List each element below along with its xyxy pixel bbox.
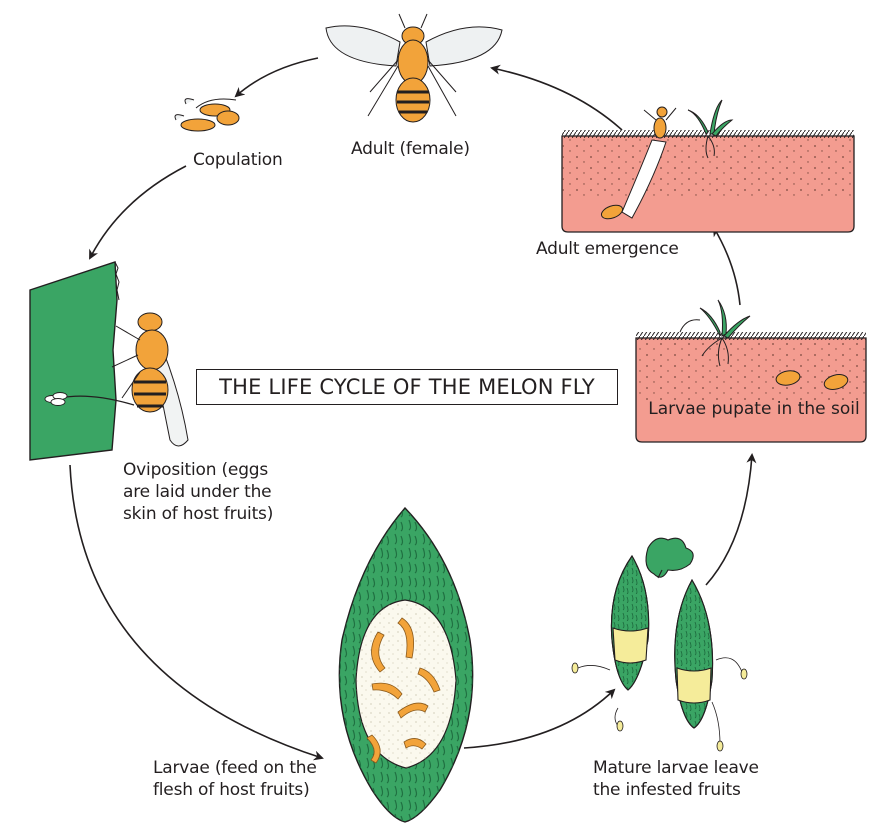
arrow-mature-to-soil (706, 455, 752, 585)
label-larvae-pupate: Larvae pupate in the soil (640, 399, 868, 419)
diagram-title-box: THE LIFE CYCLE OF THE MELON FLY (196, 369, 618, 405)
arrow-copulation-to-oviposition (90, 166, 186, 258)
label-larvae-feed: Larvae (feed on the flesh of host fruits… (153, 757, 317, 801)
label-mature-larvae: Mature larvae leave the infested fruits (593, 757, 759, 801)
arrow-adult-to-copulation (236, 58, 318, 96)
escaping-larva-icon (572, 663, 747, 751)
oviposition-surface-icon (30, 262, 188, 460)
soil-block-emergence-icon (562, 100, 854, 232)
adult-female-fly-icon (326, 14, 502, 122)
arrow-soil-to-emergence (714, 228, 740, 305)
arrow-larvae-to-mature (464, 690, 614, 748)
arrow-emergence-to-adult (492, 68, 622, 130)
mating-flies-icon (175, 99, 239, 131)
soil-block-pupate-icon (636, 300, 866, 442)
label-adult-female: Adult (female) (351, 138, 470, 160)
label-copulation: Copulation (193, 149, 283, 171)
leaf-icon (646, 538, 693, 577)
infested-host-fruit-icon (339, 508, 472, 822)
diagram-title: THE LIFE CYCLE OF THE MELON FLY (219, 375, 595, 399)
label-oviposition: Oviposition (eggs are laid under the ski… (123, 459, 273, 525)
infested-fruits-icon (572, 538, 747, 751)
label-adult-emergence: Adult emergence (536, 238, 679, 260)
